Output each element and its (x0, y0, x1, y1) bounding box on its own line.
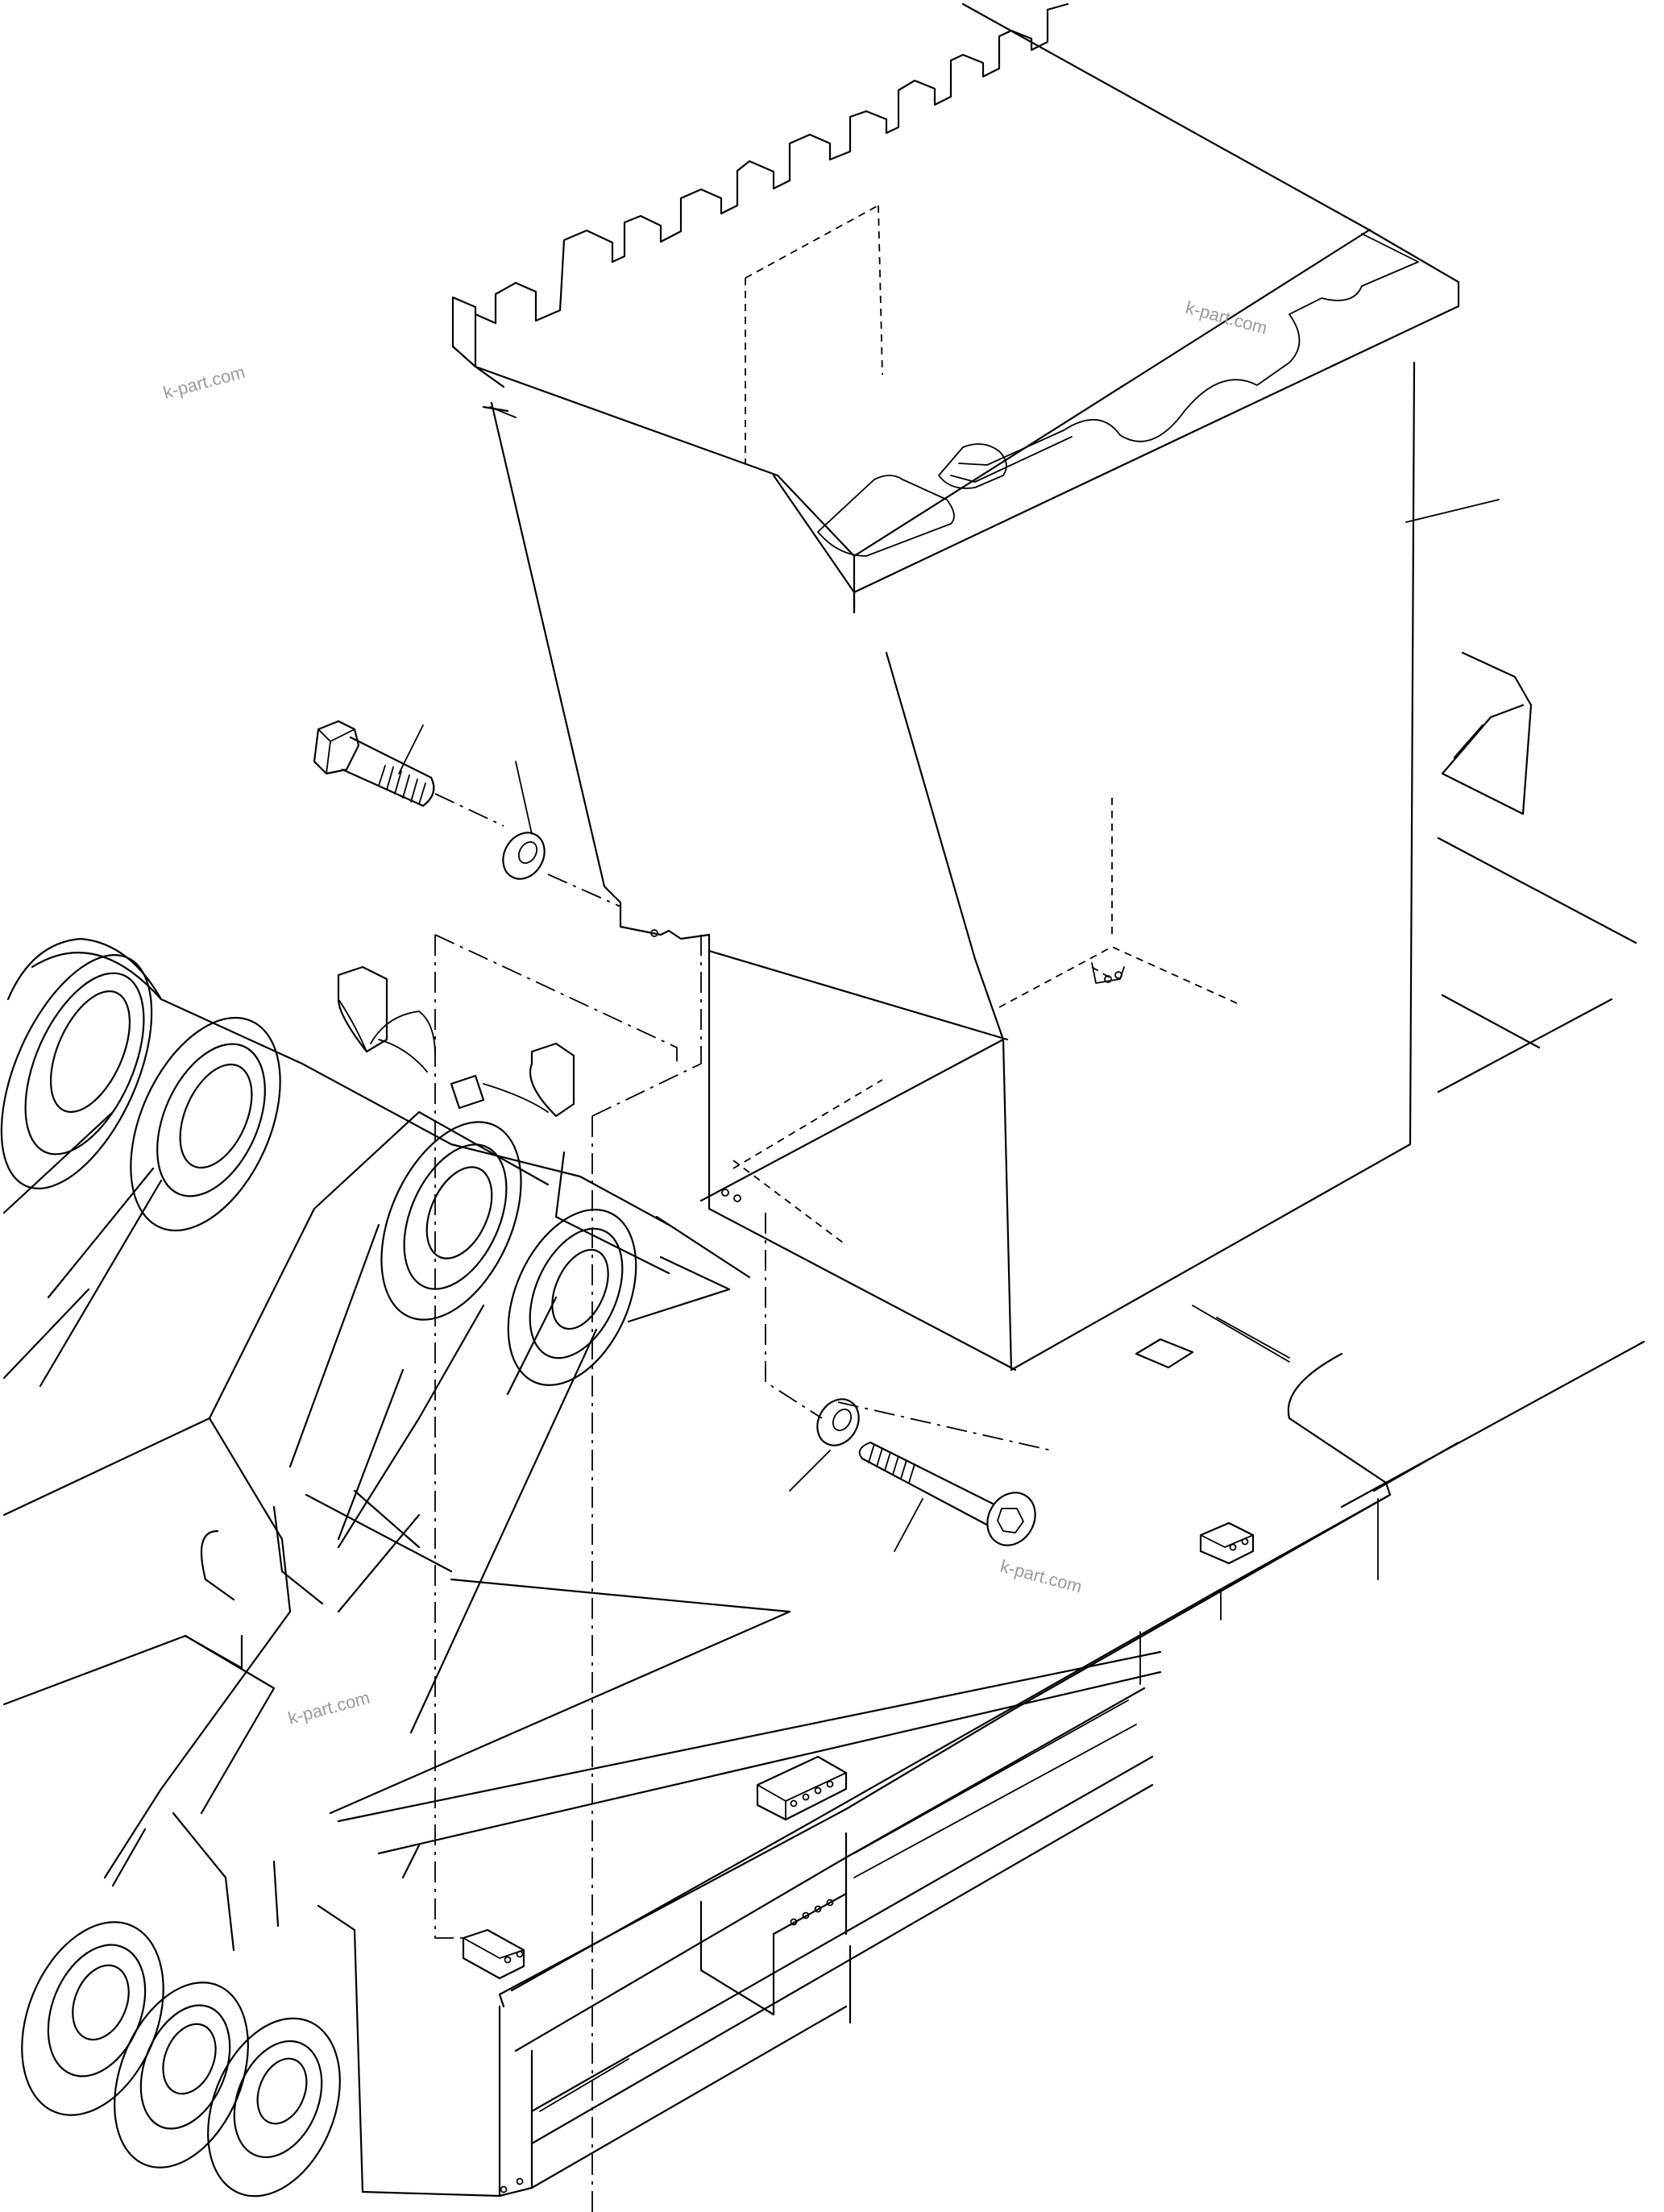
watermarks: k-part.com k-part.com k-part.com k-part.… (161, 297, 1270, 1729)
base-frame (462, 651, 1645, 2197)
counterweight-block (451, 2, 1500, 1372)
watermark-text: k-part.com (998, 1556, 1085, 1597)
watermark-text: k-part.com (161, 362, 247, 403)
watermark-text: k-part.com (1184, 297, 1270, 338)
center-lines (434, 793, 1052, 2212)
bolt-upper (313, 720, 435, 807)
watermark-text: k-part.com (286, 1687, 372, 1729)
bolt-lower (858, 1441, 1036, 1546)
washer-upper (502, 832, 546, 880)
washer-lower (816, 1398, 860, 1446)
callout-leaders (398, 724, 923, 1552)
boom-arm (0, 937, 1162, 2197)
